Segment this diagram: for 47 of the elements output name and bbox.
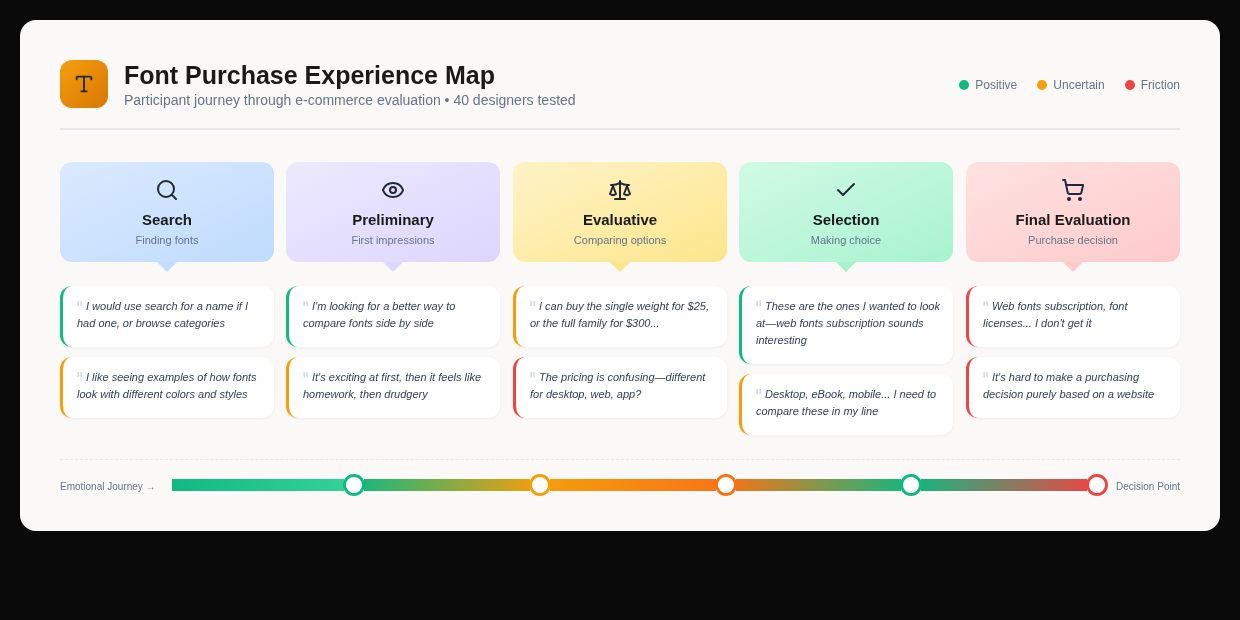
- quote-card: [60, 286, 274, 347]
- stage-title: Preliminary: [352, 211, 434, 229]
- stage-subtitle: Making choice: [810, 233, 882, 248]
- quote-card: [966, 286, 1180, 347]
- quote-text: The pricing is confusing—different for desktop, web, app?: [530, 370, 707, 402]
- quote-card: [739, 286, 953, 364]
- stage-subtitle: First impressions: [351, 233, 435, 248]
- title: Font Purchase Experience Map: [124, 60, 495, 91]
- quote-card: [60, 357, 274, 418]
- quote-text: These are the ones I wanted to look at—web fonts subscription sounds interesting: [756, 299, 941, 348]
- quote-text: I can buy the single weight for $25, or the full family for $300...: [530, 299, 710, 331]
- stage-title: Selection: [812, 211, 880, 229]
- subtitle: Participant journey through e-commerce evaluation • 40 designers tested: [124, 91, 576, 110]
- stage-subtitle: Comparing options: [573, 233, 667, 248]
- quote-card: [739, 374, 953, 435]
- stage-card: [739, 162, 953, 262]
- quote-text: Desktop, eBook, mobile... I need to compare these in my line: [756, 387, 938, 419]
- axis-label: Decision Point: [1116, 480, 1180, 494]
- quote-card: [286, 286, 500, 347]
- stage-title: Search: [141, 211, 192, 229]
- quote-card: [286, 357, 500, 418]
- stage-card: [513, 162, 727, 262]
- quote-card: [966, 357, 1180, 418]
- stage-subtitle: Finding fonts: [135, 233, 199, 248]
- quote-card: [513, 357, 727, 418]
- legend-label: Positive: [975, 77, 1018, 94]
- journey-segment: [921, 479, 1087, 491]
- stage-title: Final Evaluation: [1015, 211, 1131, 229]
- quote-text: I would use search for a name if I had one, or browse categories: [77, 299, 250, 331]
- journey-segment: [550, 479, 716, 491]
- quote-text: It's exciting at first, then it feels like homework, then drudgery: [303, 370, 482, 402]
- legend-label: Uncertain: [1053, 77, 1105, 94]
- journey-segment: [736, 479, 901, 491]
- stage-title: Evaluative: [582, 211, 658, 229]
- stage-card: [60, 162, 274, 262]
- quote-text: Web fonts subscription, font licenses... I don't get it: [983, 299, 1129, 331]
- quote-card: [513, 286, 727, 347]
- quote-text: I'm looking for a better way to compare fonts side by side: [303, 299, 457, 331]
- journey-segment: [364, 479, 530, 491]
- stage-card: [966, 162, 1180, 262]
- journey-segment: [172, 479, 344, 491]
- stage-card: [286, 162, 500, 262]
- axis-label: Emotional Journey →: [60, 480, 156, 494]
- quote-text: It's hard to make a purchasing decision purely based on a website: [983, 370, 1156, 402]
- legend-label: Friction: [1140, 77, 1180, 94]
- stage-subtitle: Purchase decision: [1028, 233, 1118, 248]
- quote-text: I like seeing examples of how fonts look with different colors and styles: [77, 370, 258, 402]
